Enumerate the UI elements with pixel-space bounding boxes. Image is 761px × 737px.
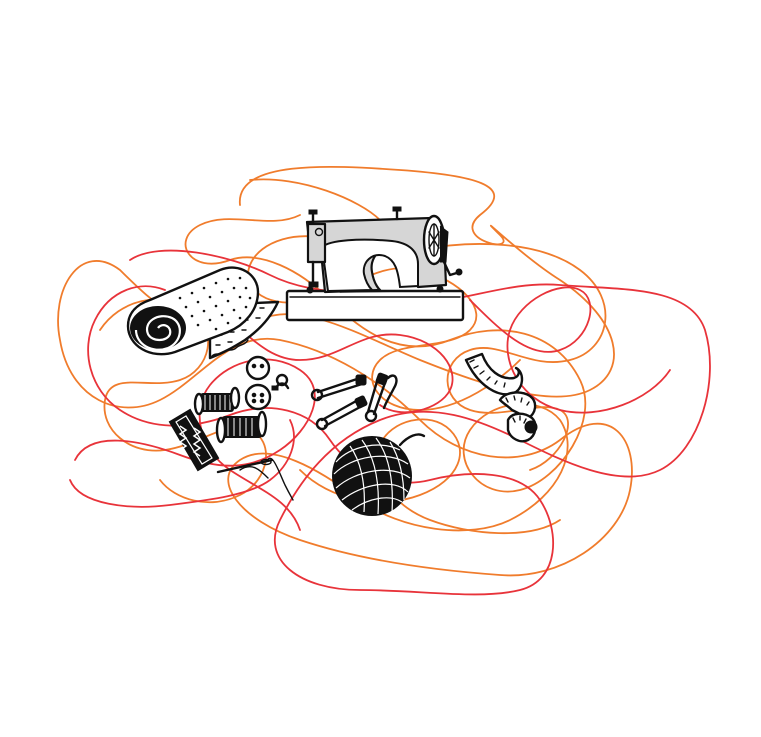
button-middle (244, 383, 272, 411)
safety-pin-2 (315, 395, 368, 431)
yarn-ball (332, 433, 426, 516)
measuring-tape (464, 352, 538, 443)
buttons (244, 355, 290, 411)
red-thread (69, 249, 711, 596)
sewing-machine-base (285, 289, 465, 322)
safety-pin-3 (364, 372, 398, 423)
safety-pins (310, 372, 398, 431)
fabric-roll (126, 266, 280, 360)
thread-spools (193, 386, 268, 444)
spool-upper (193, 386, 241, 416)
sewing-machine (285, 206, 465, 322)
button-small (275, 373, 289, 387)
safety-pin-1 (310, 374, 367, 402)
button-top (245, 355, 271, 381)
spool-lower (215, 410, 268, 444)
needle (216, 457, 294, 501)
lace-trim (168, 408, 220, 472)
